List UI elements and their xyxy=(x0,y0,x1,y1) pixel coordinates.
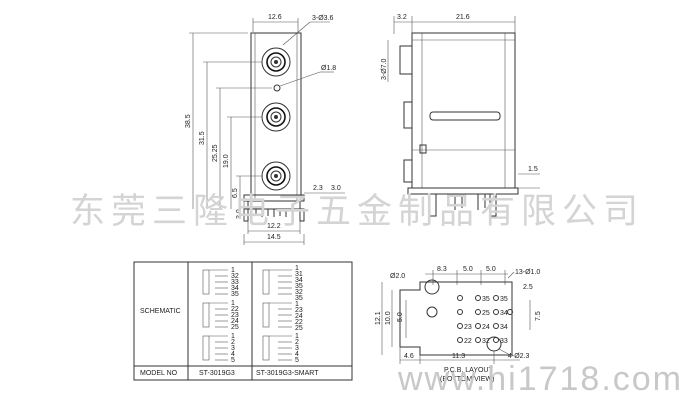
pcb-holes-13-label: 13-Ø1.0 xyxy=(515,269,540,276)
hole-callout-label: 3-Ø3.6 xyxy=(312,15,334,22)
pcb-pin-label: 23 xyxy=(464,324,472,331)
pcb-pin-label: 35 xyxy=(482,296,490,303)
height-3-0-label: 3.0 xyxy=(236,209,243,219)
schematic-col-2 xyxy=(262,269,292,361)
pin-label: 5 xyxy=(231,357,235,364)
pcb-dim-d2-0-label: Ø2.0 xyxy=(390,273,405,280)
pin-label: 33 xyxy=(231,279,239,286)
pin-callout-label: 3-Ø7.0 xyxy=(381,58,388,80)
height-19-0-label: 19.0 xyxy=(223,154,230,168)
pin-label: 34 xyxy=(295,277,303,284)
side-dim-1-5-label: 1.5 xyxy=(528,166,538,173)
pcb-pin-label: 34 xyxy=(500,324,508,331)
side-pins xyxy=(429,193,497,217)
side-dim-3-2-label: 3.2 xyxy=(397,14,407,21)
pin-label: 3 xyxy=(295,345,299,352)
front-width-label: 12.6 xyxy=(268,14,282,21)
pcb-layout-title: P.C.B. LAYOUT xyxy=(444,367,493,374)
mount-hole xyxy=(426,306,438,318)
pin-label: 32 xyxy=(295,289,303,296)
pcb-outline xyxy=(399,281,513,356)
pin-label: 35 xyxy=(295,283,303,290)
rca-jack-middle xyxy=(261,102,291,132)
pin-label: 35 xyxy=(231,291,239,298)
pcb-dim-11-3-label: 11.3 xyxy=(452,353,465,360)
height-6-5-label: 6.5 xyxy=(232,188,239,198)
side-housing xyxy=(411,32,516,189)
pcb-pin-label: 32 xyxy=(482,338,490,345)
watermark-company-name: 东莞三隆电子五金制品有限公司 xyxy=(70,192,644,231)
pin-label: 22 xyxy=(295,319,303,326)
pcb-pin-holes xyxy=(457,295,513,343)
pcb-pin-label: 34 xyxy=(500,310,508,317)
pin-label: 35 xyxy=(295,295,303,302)
schematic-title: SCHEMATIC xyxy=(140,308,181,315)
model-col-2: ST-3019G3-SMART xyxy=(256,370,319,377)
pin-label: 31 xyxy=(295,271,303,278)
pcb-dim-12-1-label: 12.1 xyxy=(375,311,382,325)
led-hole xyxy=(273,84,281,92)
watermark-url: www.hi1718.com xyxy=(397,360,683,398)
pin-label: 1 xyxy=(295,301,299,308)
pcb-dim-2-5-label: 2.5 xyxy=(523,284,533,291)
pin-label: 1 xyxy=(295,333,299,340)
pcb-dim-8-3-label: 8.3 xyxy=(437,266,447,273)
rca-jack-bottom xyxy=(261,161,291,191)
dim-2-3-label: 2.3 xyxy=(313,185,323,192)
pcb-bottom-layout: Ø2.0 8.3 5.0 5.0 13-Ø1.0 2.5 xyxy=(375,266,542,383)
pin-label: 25 xyxy=(231,324,239,331)
schematic-col-1-pins: 1 32 33 34 35 1 22 23 24 25 1 2 3 4 5 xyxy=(231,267,239,364)
pin-label: 2 xyxy=(295,339,299,346)
pin-label: 4 xyxy=(295,351,299,358)
height-38-5-label: 38.5 xyxy=(185,114,192,128)
pcb-pin-label: 24 xyxy=(482,324,490,331)
pin-label: 3 xyxy=(231,345,235,352)
mount-hole xyxy=(424,279,440,295)
pcb-layout-subtitle: (BOTTOM VIEW) xyxy=(440,376,494,383)
pcb-pin-label: 35 xyxy=(500,296,508,303)
pcb-pin-label: 22 xyxy=(464,338,472,345)
schematic-table: SCHEMATIC MODEL NO ST-3019G3 ST-3019G3-S… xyxy=(133,261,353,381)
led-hole-label: Ø1.8 xyxy=(321,65,336,72)
schematic-col-1 xyxy=(202,269,228,361)
model-no-label: MODEL NO xyxy=(140,370,178,377)
pin-label: 5 xyxy=(295,357,299,364)
pcb-holes-4-label: 4-Ø2.3 xyxy=(508,353,530,360)
pcb-dim-7-5-label: 7.5 xyxy=(535,311,542,321)
pin-label: 4 xyxy=(231,351,235,358)
front-view: 12.6 3-Ø3.6 Ø1.8 xyxy=(185,14,345,245)
pcb-pin-labels: 35 25 35 34 24 34 23 33 22 32 xyxy=(464,296,508,345)
pin-label: 24 xyxy=(231,318,239,325)
pin-label: 24 xyxy=(295,313,303,320)
rca-jack-top xyxy=(261,47,291,77)
pin-label: 22 xyxy=(231,306,239,313)
side-view: 3.2 21.6 3-Ø7.0 1.5 xyxy=(381,14,540,217)
bottom-width-12-2-label: 12.2 xyxy=(267,223,281,230)
pin-label: 1 xyxy=(231,333,235,340)
pcb-dim-5-0b-label: 5.0 xyxy=(486,266,496,273)
dim-3-0-label: 3.0 xyxy=(331,185,341,192)
pin-label: 1 xyxy=(231,267,235,274)
schematic-col-2-pins: 1 31 34 35 32 35 1 23 24 22 25 1 2 3 4 5 xyxy=(295,265,303,364)
pcb-pin-label: 25 xyxy=(482,310,490,317)
pcb-dim-4-6-label: 4.6 xyxy=(404,353,414,360)
height-25-25-label: 25.25 xyxy=(212,144,219,162)
pin-label: 23 xyxy=(231,312,239,319)
height-31-5-label: 31.5 xyxy=(199,131,206,145)
pcb-dim-5-0c-label: 5.0 xyxy=(397,312,404,322)
pcb-dim-10-0-label: 10.0 xyxy=(385,311,392,325)
model-col-1: ST-3019G3 xyxy=(199,370,235,377)
pin-label: 34 xyxy=(231,285,239,292)
bottom-width-14-5-label: 14.5 xyxy=(267,234,281,241)
pin-label: 1 xyxy=(295,265,299,272)
side-dim-21-6-label: 21.6 xyxy=(456,14,470,21)
pcb-pin-label: 33 xyxy=(500,338,508,345)
pcb-dim-5-0a-label: 5.0 xyxy=(463,266,473,273)
pin-label: 32 xyxy=(231,273,239,280)
pin-label: 2 xyxy=(231,339,235,346)
pin-label: 25 xyxy=(295,325,303,332)
pin-label: 23 xyxy=(295,307,303,314)
pin-label: 1 xyxy=(231,300,235,307)
